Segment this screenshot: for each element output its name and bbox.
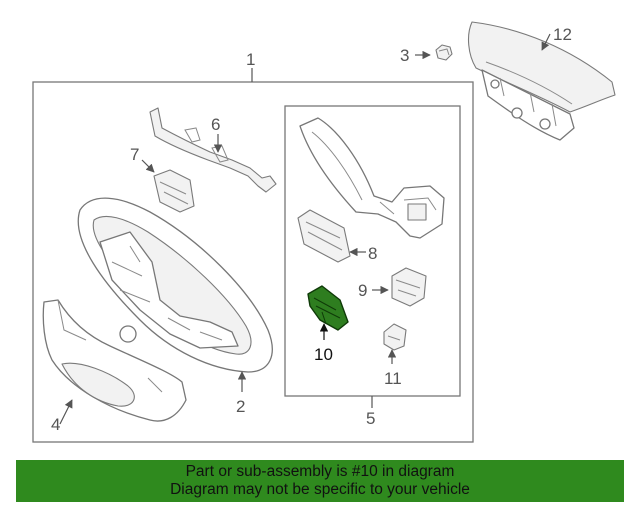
info-banner: Part or sub-assembly is #10 in diagram D… (16, 460, 624, 502)
callout-5: 5 (366, 409, 375, 428)
assembly-box-1 (32, 81, 474, 443)
callout-1: 1 (246, 50, 255, 69)
highlighted-switch-part-10 (307, 285, 349, 331)
callout-3: 3 (400, 46, 409, 65)
switch-part-8 (297, 209, 351, 263)
callout-7: 7 (130, 145, 139, 164)
banner-line-2: Diagram may not be specific to your vehi… (170, 481, 470, 498)
connector-part-9 (391, 267, 427, 307)
connector-part-11 (383, 323, 407, 351)
callout-2: 2 (236, 397, 245, 416)
callout-12: 12 (553, 25, 572, 44)
callout-6: 6 (211, 115, 220, 134)
callout-8: 8 (368, 244, 377, 263)
banner-line-1: Part or sub-assembly is #10 in diagram (185, 463, 455, 480)
parts-diagram: 12 3 1 6 7 2 4 5 (32, 21, 616, 443)
callout-10: 10 (314, 345, 333, 364)
callout-11: 11 (384, 369, 402, 388)
switch-part-7 (153, 169, 195, 213)
steering-wheel-part-2 (77, 197, 273, 373)
switch-housing-part-5 (299, 117, 445, 239)
callout-4: 4 (51, 415, 60, 434)
bolt-part-3 (435, 44, 453, 61)
airbag-module-part-12 (467, 21, 616, 141)
callout-9: 9 (358, 281, 367, 300)
lower-cover-part-4 (42, 299, 187, 422)
